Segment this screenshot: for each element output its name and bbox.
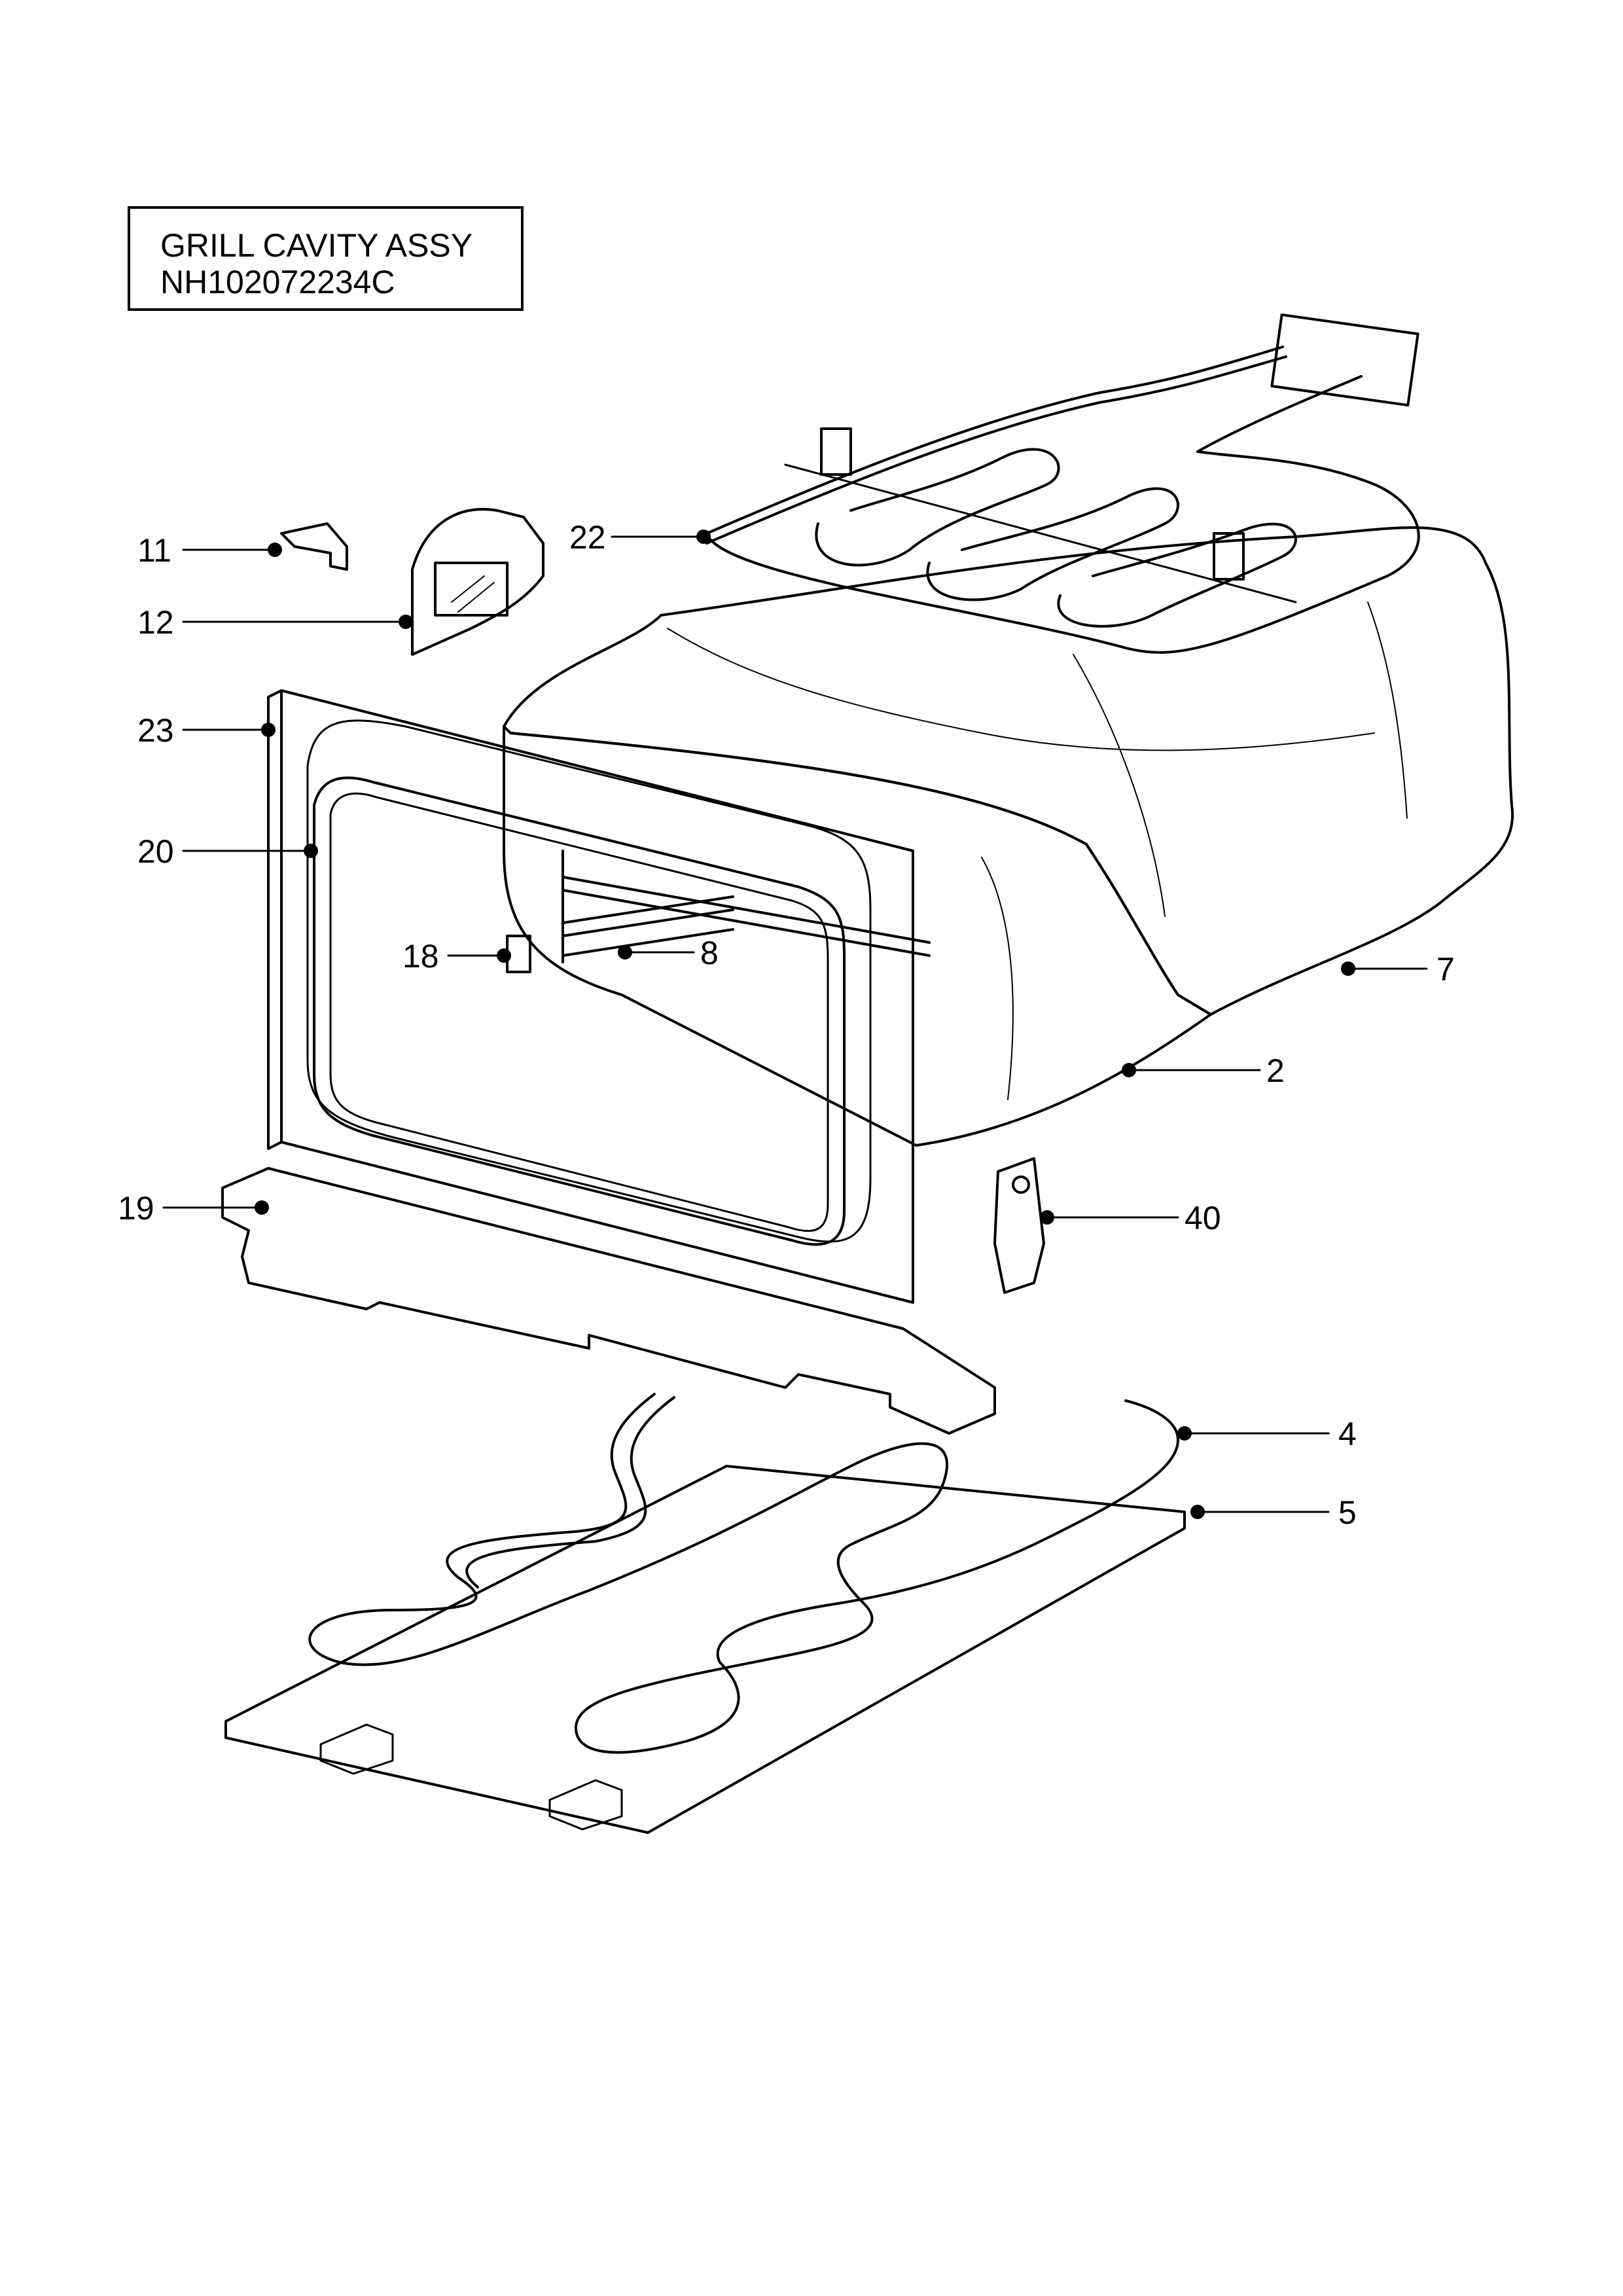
assembly-name: GRILL CAVITY ASSY — [160, 227, 473, 264]
cavity-edge — [981, 857, 1014, 1100]
thermostat-switch — [993, 1157, 1045, 1294]
door-seal — [313, 776, 846, 1246]
base-tray — [224, 1465, 1186, 1834]
shelf-runner — [562, 850, 931, 963]
title-block: GRILL CAVITY ASSY NH102072234C — [128, 206, 524, 311]
callout-8: 8 — [700, 935, 719, 971]
callout-40: 40 — [1185, 1200, 1221, 1236]
part-number: NH102072234C — [160, 264, 395, 300]
oven-cavity — [503, 725, 1212, 1147]
callout-2: 2 — [1266, 1052, 1285, 1089]
leader-lines — [162, 535, 1428, 1513]
callout-4: 4 — [1338, 1416, 1357, 1452]
oven-lamp — [411, 508, 544, 656]
base-tray-detail — [319, 1723, 623, 1831]
callout-7: 7 — [1436, 951, 1455, 988]
insulation-fold — [1367, 601, 1408, 819]
leader-dots — [255, 529, 1355, 1519]
base-element — [308, 1393, 1179, 1754]
bottom-trim — [221, 1167, 996, 1435]
front-frame-edge — [267, 689, 283, 1150]
callout-23: 23 — [137, 712, 174, 749]
callout-5: 5 — [1338, 1494, 1357, 1531]
callout-20: 20 — [137, 833, 174, 870]
insulation-fold — [1073, 654, 1166, 917]
bracket — [280, 522, 348, 571]
callout-19: 19 — [118, 1190, 154, 1227]
insulation-fold — [667, 628, 1375, 751]
callout-11: 11 — [137, 532, 171, 569]
grill-element — [705, 313, 1420, 654]
callout-12: 12 — [137, 604, 174, 641]
callout-18: 18 — [402, 938, 439, 975]
front-frame-inner — [306, 719, 872, 1243]
door-seal-inner — [329, 792, 829, 1232]
callout-22: 22 — [569, 519, 606, 556]
